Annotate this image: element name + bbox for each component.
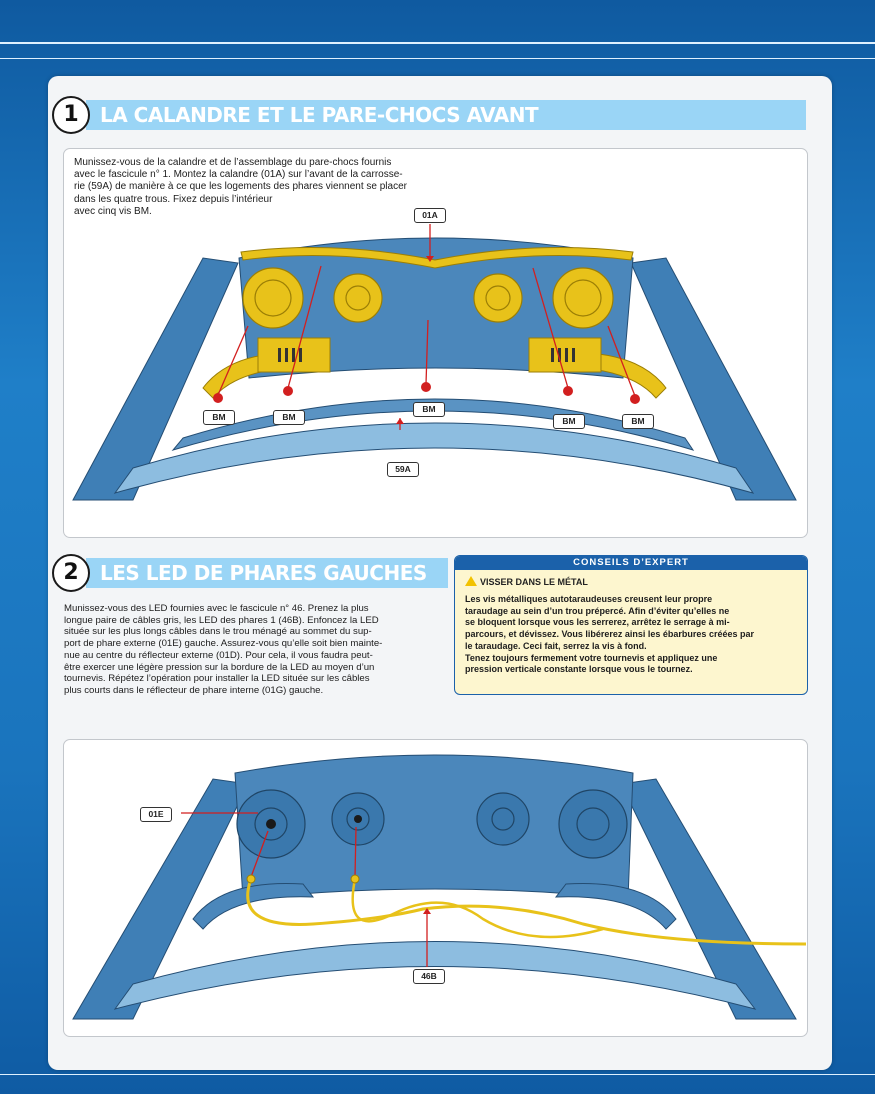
section1-line: Munissez-vous de la calandre et de l’ass…	[74, 157, 392, 168]
section2-paragraph: Munissez-vous des LED fournies avec le f…	[64, 603, 444, 697]
section1-paragraph: Munissez-vous de la calandre et de l’ass…	[74, 157, 454, 218]
grille-body	[234, 754, 634, 900]
led-bulb	[350, 874, 360, 884]
arrow-head	[423, 908, 431, 914]
led-cable	[351, 878, 604, 939]
label-01e: 01E	[140, 807, 172, 822]
section2-line: nue au centre du réflecteur externe (01D…	[64, 649, 373, 661]
section2-line: port de phare externe (01E) gauche. Assu…	[64, 638, 383, 650]
tip-line: Tenez toujours fermement votre tournevis…	[465, 652, 718, 663]
tip-body: Les vis métalliques autotaraudeuses creu…	[465, 594, 799, 676]
screw-icon	[283, 386, 293, 396]
tip-line: parcours, et dévissez. Vous libérerez ai…	[465, 629, 754, 640]
top-stripe-thin	[0, 58, 875, 59]
arrow-head	[396, 418, 404, 424]
screw-icons	[213, 382, 640, 404]
right-bumper	[554, 882, 677, 930]
section1-line: avec cinq vis BM.	[74, 205, 152, 217]
section1-title: LA CALANDRE ET LE PARE-CHOCS AVANT	[86, 100, 806, 130]
led-hole	[266, 819, 276, 829]
left-rail	[72, 257, 239, 501]
label-bm: BM	[622, 414, 654, 429]
tip-subtitle: VISSER DANS LE MÉTAL	[465, 576, 588, 587]
tip-line: le taraudage. Ceci fait, serrez la vis à…	[465, 640, 647, 651]
screw-icon	[421, 382, 431, 392]
label-bm: BM	[413, 402, 445, 417]
screw-icon	[630, 394, 640, 404]
label-46b: 46B	[413, 969, 445, 984]
tip-line: se bloquent lorsque vous les serrerez, a…	[465, 617, 730, 628]
tip-line: taraudage au sein d’un trou prépercé. Af…	[465, 605, 730, 616]
bottom-stripe	[0, 1074, 875, 1075]
grille-trim	[240, 247, 634, 269]
tip-header: CONSEILS D’EXPERT	[455, 556, 807, 570]
section2-line: Munissez-vous des LED fournies avec le f…	[64, 603, 369, 614]
section2-line: être exercer une légère pression sur la …	[64, 661, 375, 673]
bumper-arch	[113, 941, 757, 1010]
led-hole	[354, 815, 362, 823]
led-install-illustration	[72, 754, 806, 1020]
section2-number: 2	[52, 554, 90, 592]
tip-subtitle-text: VISSER DANS LE MÉTAL	[480, 577, 588, 587]
screw-icon	[563, 386, 573, 396]
screw-icon	[213, 393, 223, 403]
section2-line: tournevis. Répétez l’opération pour inst…	[64, 673, 370, 685]
warning-icon	[465, 576, 477, 586]
bumper-arch	[113, 422, 755, 494]
arrow-head	[426, 256, 434, 262]
label-bm: BM	[553, 414, 585, 429]
tip-line: pression verticale constante lorsque vou…	[465, 664, 693, 675]
label-bm: BM	[203, 410, 235, 425]
section1-line: dans les quatre trous. Fixez depuis l’in…	[74, 193, 273, 205]
label-01a: 01A	[414, 208, 446, 223]
section1-line: avec le fascicule n° 1. Montez la caland…	[74, 169, 403, 181]
led-bulb	[246, 874, 256, 884]
grille-assembly-illustration	[72, 224, 797, 501]
section1-line: rie (59A) de manière à ce que les logeme…	[74, 181, 407, 193]
label-bm: BM	[273, 410, 305, 425]
label-59a: 59A	[387, 462, 419, 477]
section2-line: longue paire de câbles gris, les LED des…	[64, 614, 379, 626]
expert-tip-box: CONSEILS D’EXPERT VISSER DANS LE MÉTAL L…	[454, 555, 808, 695]
led-cable	[246, 878, 806, 946]
tip-line: Les vis métalliques autotaraudeuses creu…	[465, 594, 713, 604]
left-bumper	[192, 882, 315, 930]
section1-number: 1	[52, 96, 90, 134]
section2-title: LES LED DE PHARES GAUCHES	[86, 558, 448, 588]
top-stripe	[0, 42, 875, 44]
section2-line: plus courts dans le réflecteur de phare …	[64, 684, 324, 696]
section2-line: située sur les plus longs câbles dans le…	[64, 626, 372, 638]
